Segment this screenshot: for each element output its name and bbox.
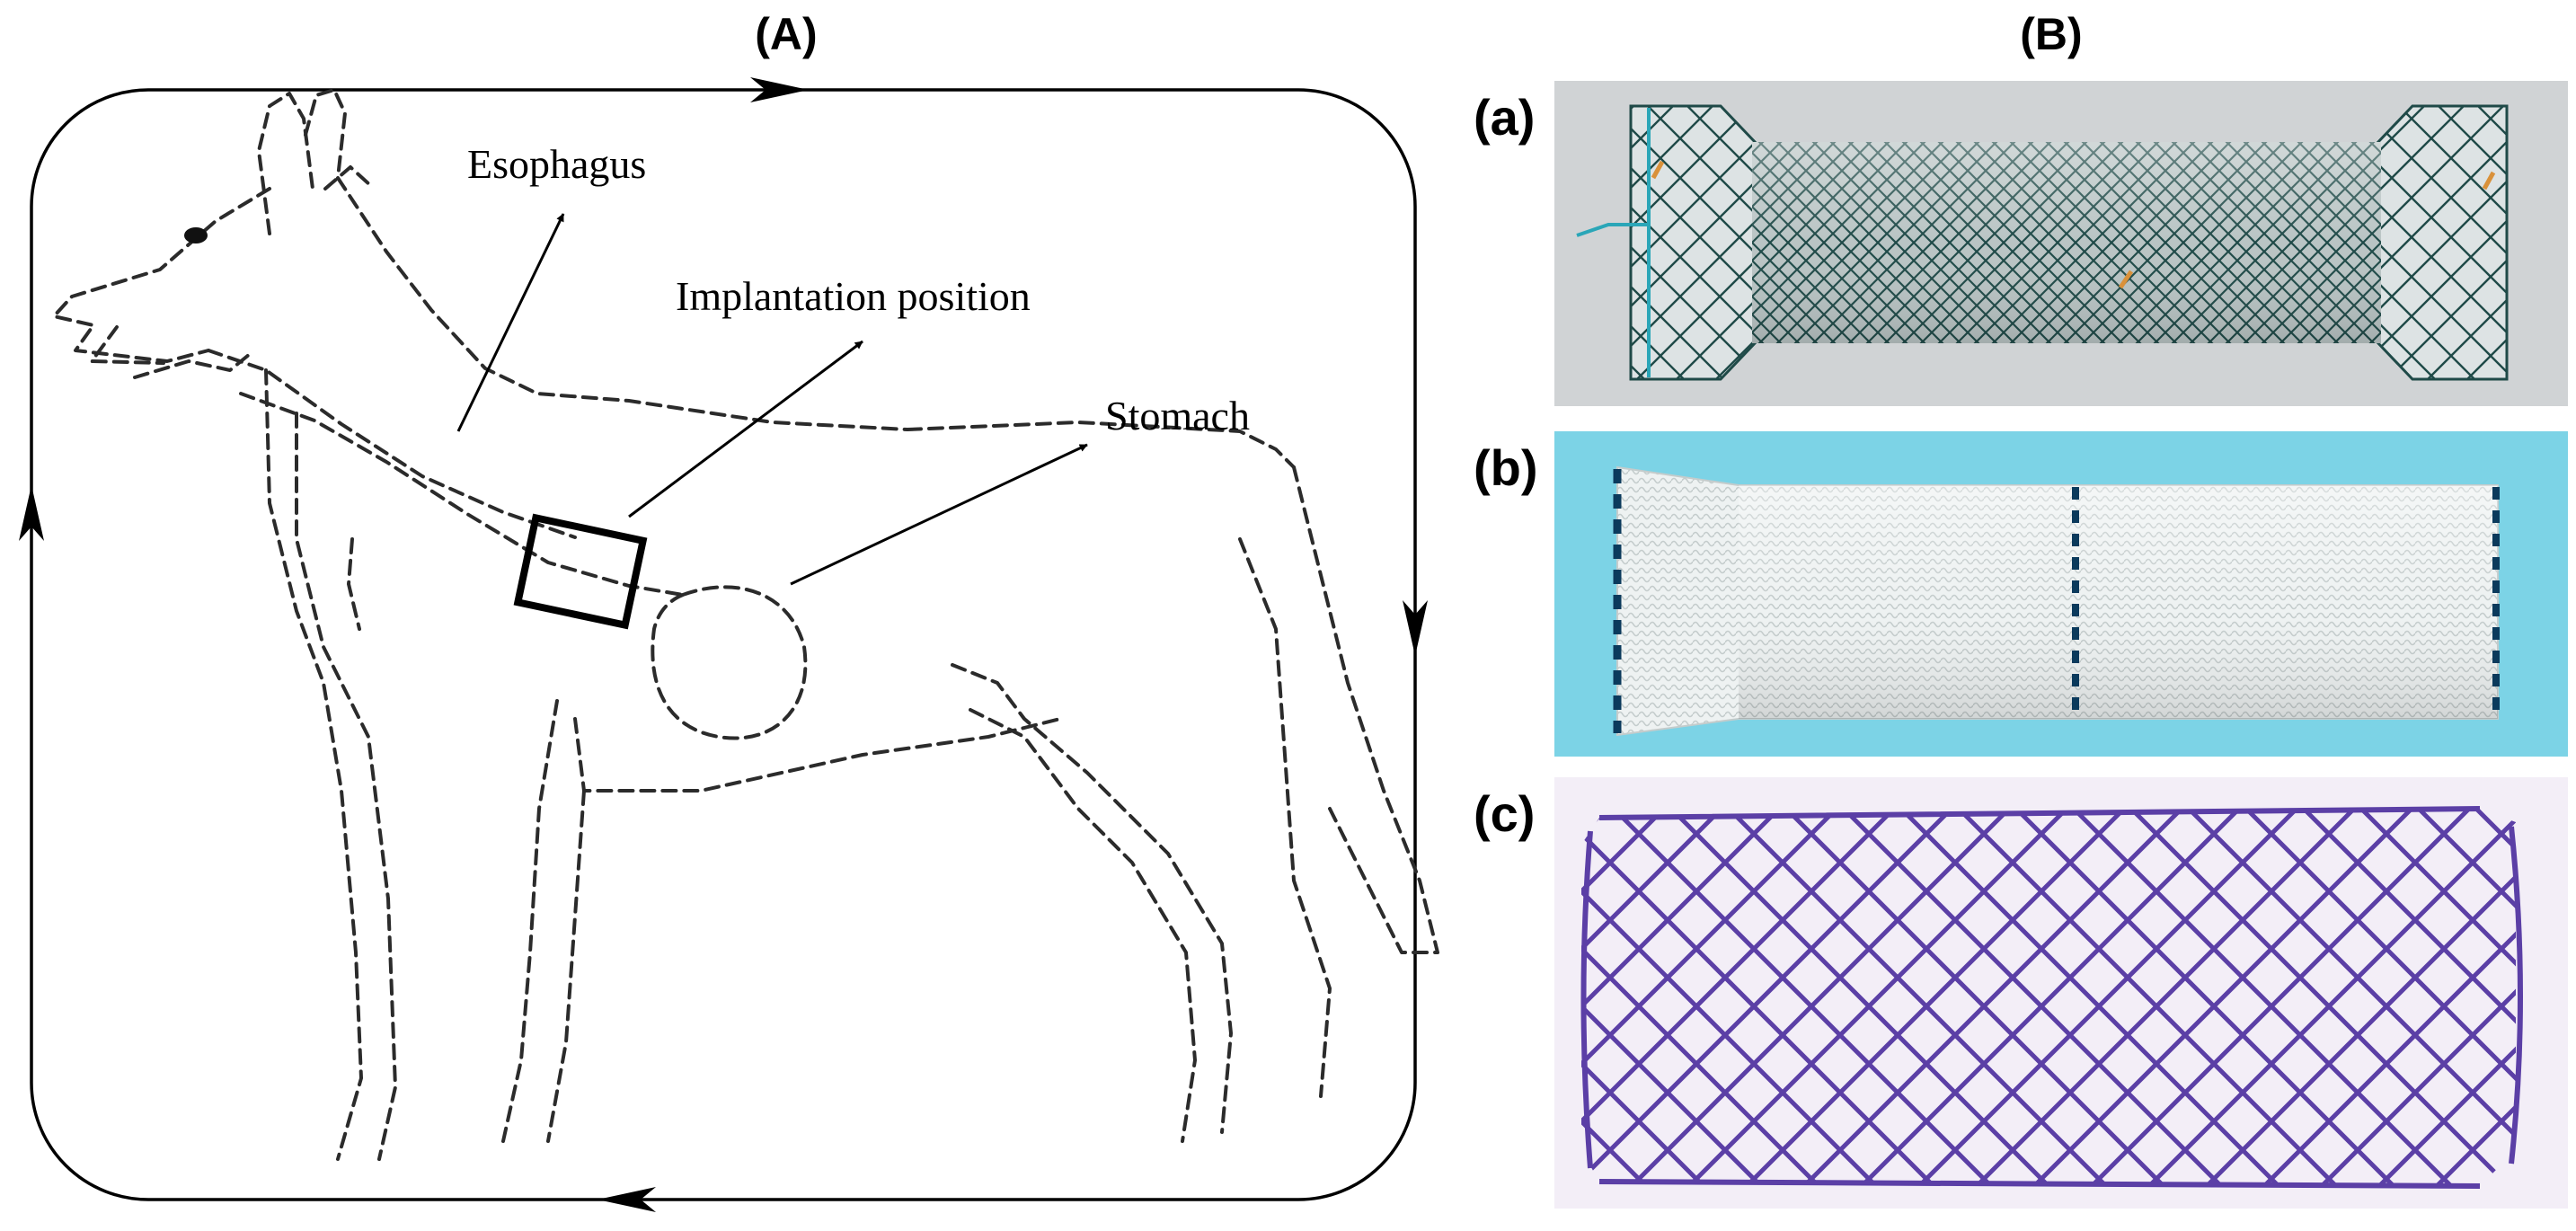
dog-jaw <box>90 325 165 365</box>
stent-a-marker <box>1651 160 1665 180</box>
esophagus-label: Esophagus <box>467 141 646 187</box>
dog-ear-left <box>257 92 314 235</box>
stent-photo-b <box>1554 431 2568 757</box>
photo-a-label: (a) <box>1474 89 1535 146</box>
stent-a-flare-right-mesh <box>2377 106 2507 379</box>
dog-mid-leg-b <box>546 789 586 1143</box>
stent-a-marker <box>2118 270 2134 289</box>
dog-esophagus-lower <box>239 392 685 597</box>
stent-a-body-shade <box>1752 142 2381 343</box>
dog-outline <box>52 88 1439 1161</box>
stent-c-ends <box>1580 826 2523 1169</box>
arrow-head-left <box>19 485 44 541</box>
stent-a-lasso <box>1576 223 1649 237</box>
implantation-box <box>513 513 648 630</box>
circulation-frame <box>19 77 1428 1212</box>
dog-neck-back <box>336 176 909 431</box>
stent-photo-c <box>1554 777 2568 1209</box>
dog-snout <box>52 187 271 363</box>
panel-b-heading: (B) <box>2020 9 2082 59</box>
dog-shoulder-mark <box>347 537 361 631</box>
arrow-head-right <box>1403 600 1428 656</box>
panel-a: (A) <box>19 9 1439 1212</box>
dog-mid-leg-a <box>501 699 559 1143</box>
stent-a-flare-left-mesh <box>1631 106 1757 379</box>
dog-eye <box>184 227 208 244</box>
photo-c-label: (c) <box>1474 785 1535 842</box>
stomach-label: Stomach <box>1105 393 1250 438</box>
dog-belly <box>573 717 1062 793</box>
implantation-arrow <box>628 340 863 518</box>
dog-tail <box>1292 465 1439 954</box>
dog-rump <box>1238 537 1332 1098</box>
dog-hind-leg-back <box>969 708 1197 1143</box>
stent-c-body <box>1581 809 2516 1186</box>
panel-a-heading: (A) <box>755 9 817 59</box>
dog-hind-leg-front <box>951 663 1233 1134</box>
arrow-head-top <box>750 77 809 102</box>
dog-ear-right <box>304 88 347 180</box>
frame-border <box>30 88 1417 1201</box>
dog-esophagus-upper <box>207 349 577 539</box>
implantation-label: Implantation position <box>676 273 1031 319</box>
stent-c-edges <box>1598 806 2481 1189</box>
arrow-head-bottom <box>598 1187 656 1212</box>
stent-photo-a <box>1554 81 2568 406</box>
photo-b-label: (b) <box>1474 439 1538 496</box>
dog-stomach <box>651 585 808 740</box>
esophagus-arrow <box>456 213 565 432</box>
dog-back <box>906 421 1296 469</box>
panel-b: (B) (a) (b) <box>1474 9 2568 1209</box>
stomach-arrow <box>790 443 1088 586</box>
dog-front-leg-rear <box>264 368 363 1161</box>
stent-b-shade <box>1739 485 2498 719</box>
dog-front-leg-front <box>295 412 397 1161</box>
dog-ear-inner <box>323 165 372 190</box>
stent-a-marker <box>2482 171 2496 190</box>
